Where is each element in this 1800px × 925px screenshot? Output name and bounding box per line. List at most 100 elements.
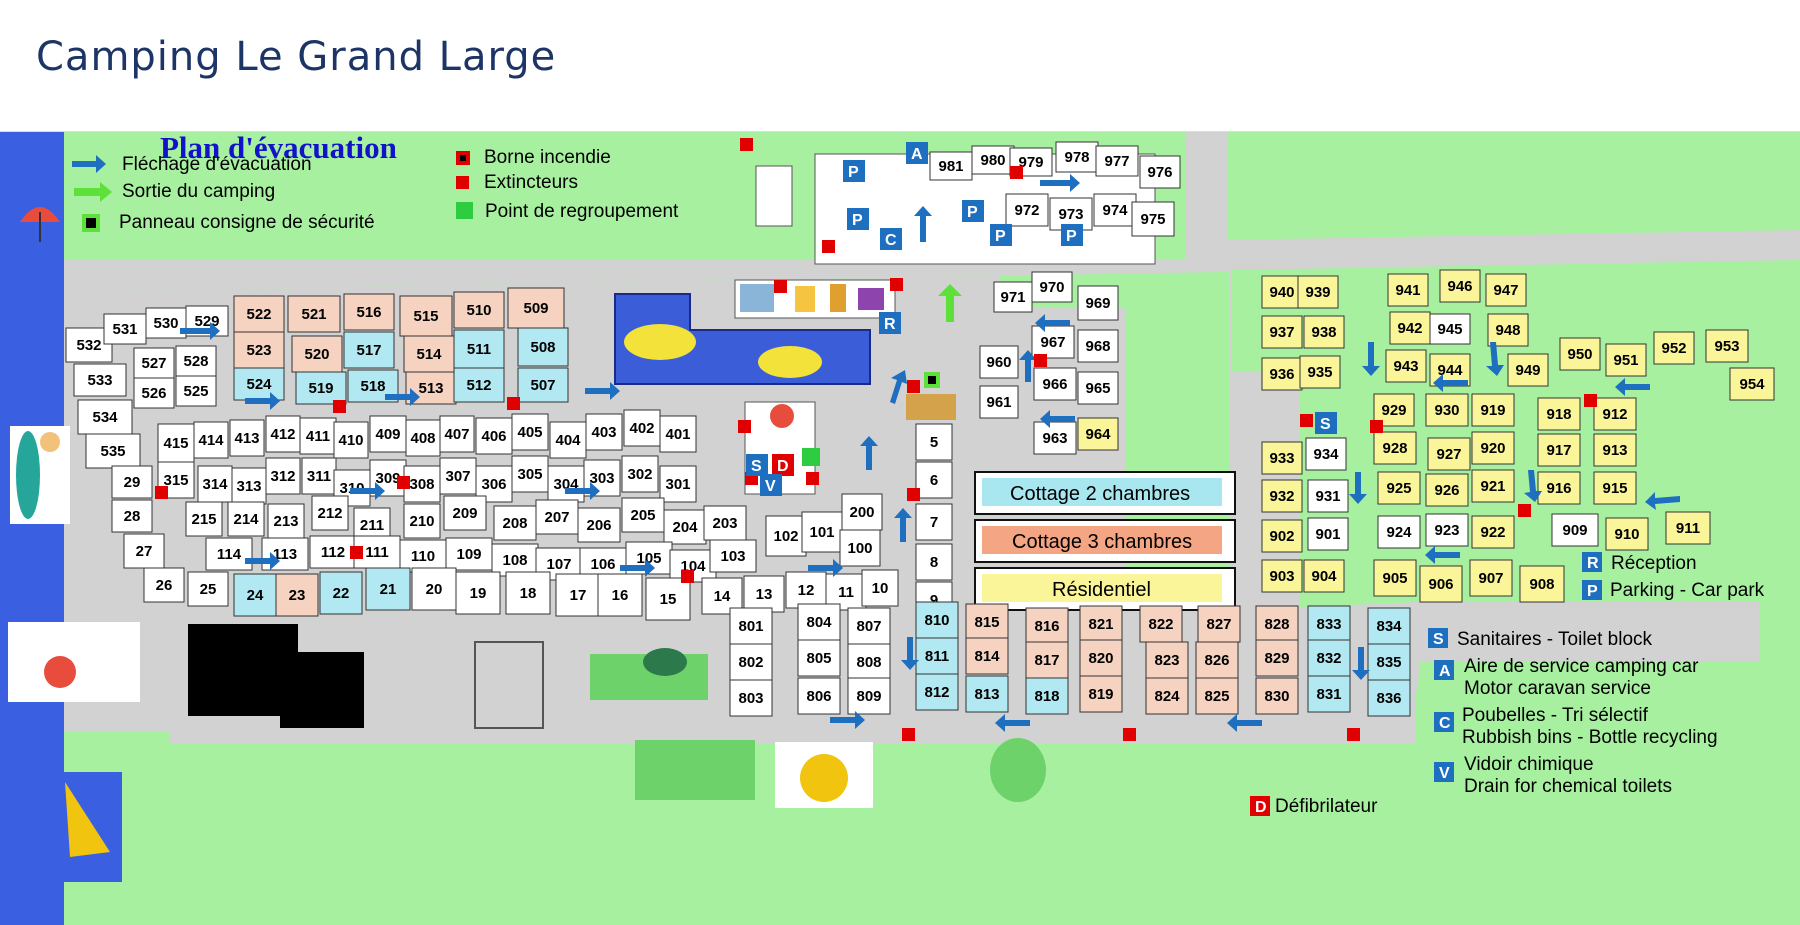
pitch-outline (623, 409, 661, 447)
pitch-outline (1425, 473, 1469, 507)
pitch-517: 517 (343, 331, 395, 369)
pitch-outline (319, 571, 363, 615)
svg-text:C: C (1439, 715, 1451, 732)
svg-text:P: P (995, 228, 1006, 245)
pitch-outline (797, 677, 841, 715)
pitch-number: 211 (360, 517, 384, 534)
service-label: Sanitaires - Toilet block (1457, 629, 1653, 650)
pitch-outline (1255, 639, 1299, 677)
pool-float-icon (758, 346, 822, 378)
ping-pong-icon (770, 404, 794, 428)
playground-swing-image (635, 740, 755, 800)
pitch-number: 821 (1088, 616, 1113, 633)
pitch-number: 927 (1436, 446, 1461, 463)
svg-text:C: C (885, 232, 897, 249)
pitch-outline (1469, 559, 1513, 597)
pitch-943: 943 (1385, 349, 1427, 383)
pitch-number: 22 (333, 585, 350, 602)
pitch-521: 521 (287, 295, 341, 333)
pitch-403: 403 (585, 413, 623, 451)
pitch-6: 6 (915, 461, 953, 499)
pitch-number: 534 (92, 409, 118, 426)
pitch-number: 808 (856, 654, 881, 671)
pitch-906: 906 (1419, 565, 1463, 603)
page-header: Camping Le Grand Large (0, 0, 1800, 132)
pitch-outline (1077, 285, 1119, 321)
service-label-2: Rubbish bins - Bottle recycling (1462, 727, 1718, 748)
pitch-13: 13 (743, 575, 785, 613)
pitch-number: 979 (1018, 154, 1043, 171)
pitch-outline (915, 423, 953, 461)
pitch-number: 938 (1311, 324, 1336, 341)
pitch-outline (1261, 519, 1303, 553)
pitch-outline (1485, 273, 1527, 307)
pitch-outline (443, 495, 487, 531)
pitch-534: 534 (77, 399, 133, 435)
blue-arrow-icon (72, 155, 106, 173)
pitch-number: 9 (930, 592, 938, 609)
pitch-113: 113 (261, 537, 309, 571)
pitch-950: 950 (1559, 337, 1601, 371)
pitch-number: 934 (1313, 446, 1339, 463)
pitch-801: 801 (729, 607, 773, 645)
pitch-number: 512 (466, 377, 491, 394)
pitch-number: 410 (338, 432, 363, 449)
pitch-number: 806 (806, 688, 831, 705)
pitch-outline (847, 643, 891, 681)
pitch-415: 415 (157, 423, 195, 463)
pitch-number: 906 (1428, 576, 1453, 593)
pitch-number: 23 (289, 587, 306, 604)
pitch-11: 11 (825, 573, 867, 611)
pitch-number: 823 (1154, 652, 1179, 669)
fries-icon (830, 284, 846, 312)
pitch-939: 939 (1297, 275, 1339, 309)
pitch-outline (1197, 605, 1241, 643)
pitch-214: 214 (227, 501, 265, 537)
pitch-828: 828 (1255, 605, 1299, 643)
pitch-816: 816 (1025, 607, 1069, 645)
pitch-206: 206 (577, 507, 621, 543)
pitch-outline (1305, 437, 1347, 471)
pitch-819: 819 (1079, 675, 1123, 713)
pitch-outline (1425, 513, 1469, 547)
pitch-23: 23 (275, 573, 319, 617)
pitch-outline (73, 363, 127, 397)
pitch-817: 817 (1025, 641, 1069, 679)
pitch-307: 307 (439, 457, 477, 495)
pitch-951: 951 (1605, 343, 1647, 377)
pitch-number: 507 (530, 377, 555, 394)
pitch-number: 822 (1148, 616, 1173, 633)
pitch-812: 812 (915, 673, 959, 711)
pitch-outline (1593, 433, 1637, 467)
pitch-930: 930 (1425, 393, 1469, 427)
legend-item-label: Fléchage d'évacuation (122, 154, 312, 175)
legend-item-label: Sortie du camping (122, 181, 275, 202)
pitch-935: 935 (1299, 355, 1341, 389)
pitch-516: 516 (343, 293, 395, 331)
pitch-outline (621, 497, 665, 533)
pitch-number: 527 (141, 355, 166, 372)
pitch-406: 406 (475, 417, 513, 455)
pitch-213: 213 (267, 503, 305, 539)
pitch-number: 940 (1269, 284, 1294, 301)
pitch-407: 407 (439, 415, 475, 453)
pitch-number: 974 (1102, 202, 1128, 219)
pitch-920: 920 (1471, 431, 1515, 465)
pitch-number: 980 (980, 152, 1005, 169)
pitch-outline (517, 367, 569, 403)
pitch-526: 526 (133, 377, 175, 409)
pitch-number: 831 (1316, 686, 1341, 703)
pitch-outline (1385, 349, 1427, 383)
pitch-outline (365, 567, 411, 611)
category-legend (974, 471, 1236, 611)
pitch-976: 976 (1139, 155, 1181, 189)
pitch-815: 815 (965, 603, 1009, 641)
pitch-number: 919 (1480, 402, 1505, 419)
pitch-971: 971 (993, 281, 1033, 313)
pitch-966: 966 (1033, 367, 1077, 401)
pitch-outline (971, 145, 1015, 175)
pitch-809: 809 (847, 677, 891, 715)
pitch-15: 15 (645, 577, 691, 621)
pitch-number: 835 (1376, 654, 1401, 671)
svg-text:S: S (1433, 631, 1444, 648)
